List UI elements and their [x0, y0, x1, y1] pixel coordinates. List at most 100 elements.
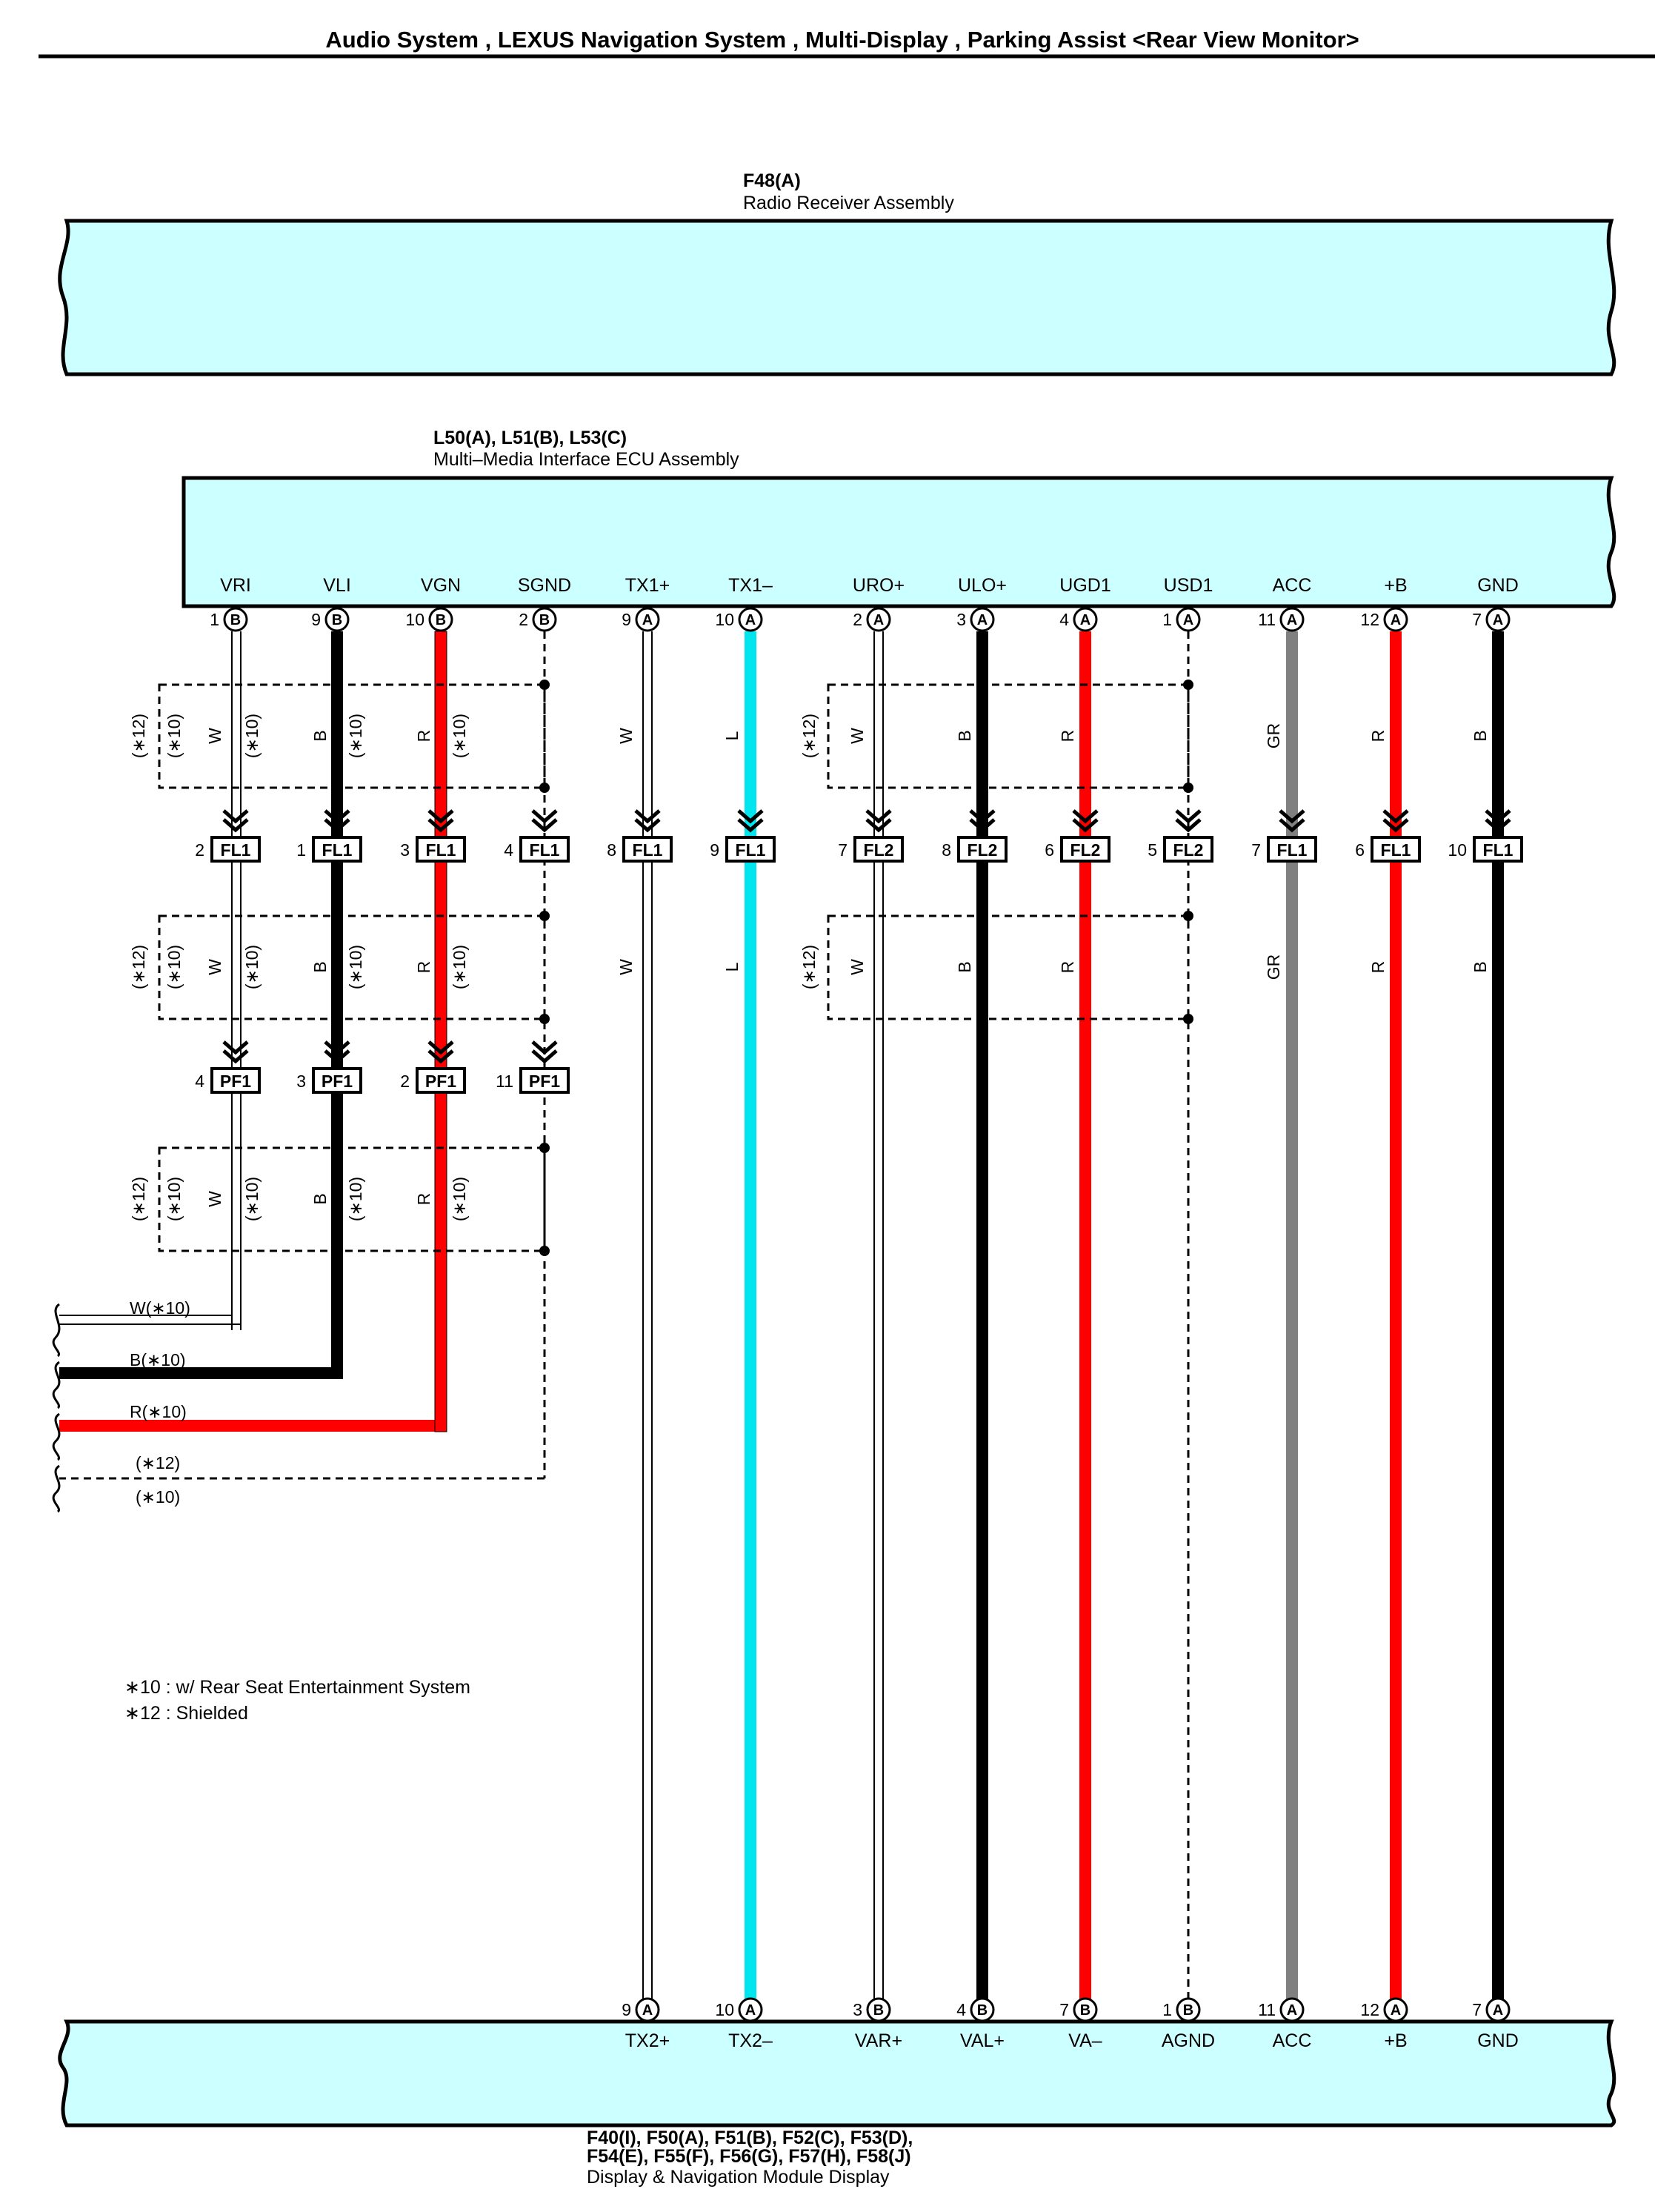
svg-text:L: L: [722, 962, 742, 972]
junction-row2-chevron: [222, 1049, 249, 1064]
shield-box-right-2: [827, 914, 1190, 1020]
junction-row1-chevron: [634, 818, 661, 833]
junction-row1-box: [1267, 836, 1317, 863]
display-terminal-letter: A: [1493, 2002, 1503, 2019]
mmi-terminal-letter: A: [642, 612, 653, 628]
mmi-terminal-pin: 1: [1162, 610, 1172, 629]
mmi-terminal-letter: A: [1080, 612, 1090, 628]
display-signal-label: VAR+: [855, 2030, 902, 2051]
junction-row1-chevron: [531, 818, 558, 833]
display-terminal-letter: A: [745, 2002, 756, 2019]
junction-row1-pin: 6: [1355, 840, 1365, 860]
display-terminal-letter: A: [1391, 2002, 1401, 2019]
display-code-line1: F40(I), F50(A), F51(B), F52(C), F53(D),: [587, 2128, 913, 2148]
mmi-terminal-pin: 4: [1059, 610, 1069, 629]
junction-row1-chevron: [324, 818, 350, 833]
junction-row1-label: FL1: [1277, 840, 1308, 860]
legend-note-10: ∗10 : w/ Rear Seat Entertainment System: [124, 1677, 470, 1698]
junction-row1-chevron: [222, 818, 249, 833]
mmi-terminal-pin: 10: [715, 610, 734, 629]
svg-text:(∗10): (∗10): [450, 1177, 469, 1221]
junction-row1-pin: 6: [1045, 840, 1054, 860]
mmi-signal-label: +B: [1384, 575, 1407, 596]
junction-row1-chevron: [865, 818, 892, 833]
svg-text:R: R: [1058, 730, 1077, 743]
junction-row2-label: PF1: [529, 1072, 560, 1091]
display-terminal-pin: 12: [1360, 2000, 1379, 2019]
display-signal-label: +B: [1384, 2030, 1407, 2051]
mmi-terminal-circle: [1073, 607, 1098, 632]
display-terminal-circle: [1279, 1997, 1305, 2022]
mmi-terminal-letter: B: [436, 612, 446, 628]
shield-boxes: [158, 683, 1190, 1252]
svg-text:R: R: [414, 1193, 433, 1206]
junction-row1-pin: 1: [296, 840, 306, 860]
diagram-title: Audio System , LEXUS Navigation System ,…: [325, 27, 1359, 53]
junction-row1-chevron: [1072, 809, 1099, 824]
svg-text:(∗10): (∗10): [450, 714, 469, 758]
svg-text:(∗12): (∗12): [799, 945, 819, 989]
svg-text:W: W: [205, 728, 224, 744]
junction-row1-chevron: [324, 809, 350, 824]
junction-row1-box: [210, 836, 261, 863]
junction-row2-pin: 2: [400, 1072, 410, 1091]
mmi-terminal-letter: A: [1391, 612, 1401, 628]
svg-text:W: W: [205, 959, 224, 975]
wire-break-marks: [52, 1303, 61, 1513]
mmi-terminal-pin: 10: [405, 610, 424, 629]
radio-name: Radio Receiver Assembly: [743, 193, 954, 213]
display-terminal-circle: [866, 1997, 891, 2022]
junction-row1-chevron: [1072, 818, 1099, 833]
svg-text:R: R: [1058, 961, 1077, 974]
junction-row1-chevron: [531, 809, 558, 824]
junction-row1-pin: 4: [504, 840, 513, 860]
shield-box-left-3: [158, 1146, 546, 1252]
junction-row2-label: PF1: [322, 1072, 353, 1091]
display-signal-label: GND: [1477, 2030, 1519, 2051]
mmi-terminal-letter: A: [1183, 612, 1193, 628]
junction-row1-box: [1060, 836, 1110, 863]
junction-row2-chevron: [427, 1040, 454, 1055]
junction-row1-label: FL2: [1173, 840, 1204, 860]
junction-row1-pin: 3: [400, 840, 410, 860]
junction-row1-chevron: [1175, 818, 1202, 833]
junction-row1-pin: 7: [838, 840, 848, 860]
svg-text:(∗10): (∗10): [346, 714, 365, 758]
svg-text:(∗10): (∗10): [450, 945, 469, 989]
mmi-terminal-letter: B: [230, 612, 241, 628]
junction-row2-pin: 4: [195, 1072, 204, 1091]
svg-text:(∗12): (∗12): [129, 1177, 148, 1221]
mmi-terminal-circle: [428, 607, 453, 632]
junction-row1-pin: 8: [607, 840, 616, 860]
svg-text:B: B: [310, 961, 330, 972]
display-terminal-letter: A: [1287, 2002, 1297, 2019]
display-terminal-circle: [1485, 1997, 1511, 2022]
mmi-terminal-circle: [738, 607, 763, 632]
junction-row1-chevron: [634, 809, 661, 824]
svg-text:W: W: [205, 1191, 224, 1207]
display-terminal-pin: 9: [622, 2000, 631, 2019]
junction-row1-box: [957, 836, 1008, 863]
mmi-signal-label: VRI: [220, 575, 251, 596]
mmi-ecu-box: [182, 476, 1616, 608]
display-code-line2: F54(E), F55(F), F56(G), F57(H), F58(J): [587, 2146, 911, 2167]
junction-row1-box: [1473, 836, 1523, 863]
display-signal-label: VA–: [1068, 2030, 1102, 2051]
shield-box-right-1: [827, 683, 1190, 789]
mmi-terminal-circle: [324, 607, 350, 632]
wire-vri-left-b: [59, 1323, 242, 1330]
left-wire-r: R(∗10): [130, 1402, 187, 1421]
mmi-terminal-pin: 9: [622, 610, 631, 629]
shield-box-left-1: [158, 683, 546, 789]
junction-row1-chevron: [1175, 809, 1202, 824]
junction-row1-box: [622, 836, 673, 863]
mmi-terminal-circle: [223, 607, 248, 632]
display-signal-label: VAL+: [960, 2030, 1005, 2051]
junction-row1-chevron: [737, 818, 764, 833]
generated-elements: VRIB1VLIB9VGNB10SGNDB2TX1+A9TX1–A10URO+A…: [195, 575, 1523, 2051]
shield-box-left-2: [158, 914, 546, 1020]
shield-notes: (∗12) (∗10) (∗10) (∗10) (∗10) (∗12) (∗12…: [129, 714, 819, 1221]
mmi-terminal-circle: [635, 607, 660, 632]
junction-row1-box: [725, 836, 776, 863]
